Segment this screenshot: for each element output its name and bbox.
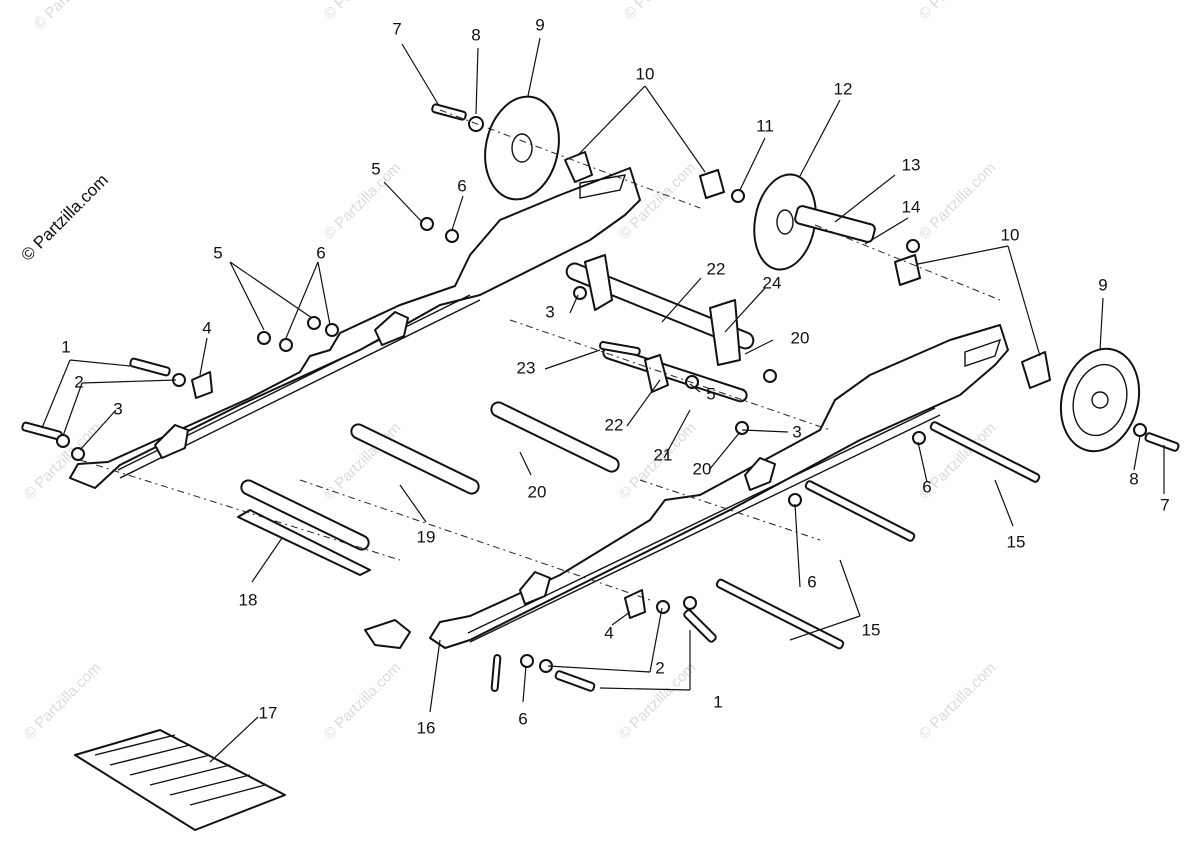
callout-6: 6 [922,477,931,496]
callout-12: 12 [834,79,853,98]
callout-10: 10 [636,64,655,83]
callout-3: 3 [792,422,801,441]
copyright-text: © Partzilla.com [17,170,111,264]
callout-17: 17 [259,703,278,722]
watermark-text: © Partzilla.com [21,659,104,742]
callout-21: 21 [654,445,673,464]
callout-9: 9 [535,15,544,34]
callout-13: 13 [902,155,921,174]
leader-lines [41,37,1165,763]
watermark-text: © Partzilla.com [916,659,999,742]
callout-1: 1 [61,337,70,356]
callout-4: 4 [604,623,613,642]
callout-7: 7 [392,19,401,38]
callout-20: 20 [528,482,547,501]
left-skid-rail [69,167,641,489]
callout-14: 14 [902,197,921,216]
callout-10: 10 [1001,225,1020,244]
callout-5: 5 [371,159,380,178]
cross-tubes [237,262,755,576]
callout-11: 11 [756,116,774,135]
callout-3: 3 [545,302,554,321]
callout-24: 24 [763,273,782,292]
fasteners [21,103,1180,692]
callout-2: 2 [655,658,664,677]
idler-wheel-center [753,173,876,271]
callout-18: 18 [239,590,258,609]
callout-23: 23 [517,358,536,377]
callout-9: 9 [1098,275,1107,294]
callout-15: 15 [1007,532,1026,551]
callout-2: 2 [74,372,83,391]
skid-end-cap [364,619,411,649]
callout-5: 5 [706,384,715,403]
callout-labels: 7 8 9 10 11 12 13 14 10 9 5 6 5 6 4 1 2 … [61,15,1169,737]
callout-6: 6 [807,572,816,591]
callout-22: 22 [605,415,624,434]
callout-16: 16 [417,718,436,737]
callout-6: 6 [518,709,527,728]
callout-6: 6 [316,243,325,262]
idler-wheel-upper-left [484,95,560,201]
hyfax-wear-strip [74,729,286,831]
spacers [191,151,1051,619]
callout-5: 5 [213,243,222,262]
watermark-text: © Partzilla.com [916,159,999,242]
right-skid-rail [429,324,1009,649]
callout-8: 8 [1129,469,1138,488]
long-bolts [715,421,1041,650]
callout-19: 19 [417,527,436,546]
callout-20: 20 [791,328,810,347]
idler-wheel-right [1059,347,1141,453]
callout-22: 22 [707,259,726,278]
callout-20: 20 [693,459,712,478]
centerlines [79,109,1001,601]
watermark-text: © Partzilla.com [31,0,114,33]
watermark-text: © Partzilla.com [321,159,404,242]
callout-4: 4 [202,318,211,337]
callout-1: 1 [713,692,722,711]
callout-7: 7 [1160,495,1169,514]
callout-3: 3 [113,399,122,418]
callout-15: 15 [862,620,881,639]
center-brackets [584,254,741,393]
watermark-text: © Partzilla.com [621,0,704,23]
watermark-text: © Partzilla.com [916,0,999,23]
callout-6: 6 [457,176,466,195]
callout-8: 8 [471,25,480,44]
watermark-text: © Partzilla.com [321,659,404,742]
